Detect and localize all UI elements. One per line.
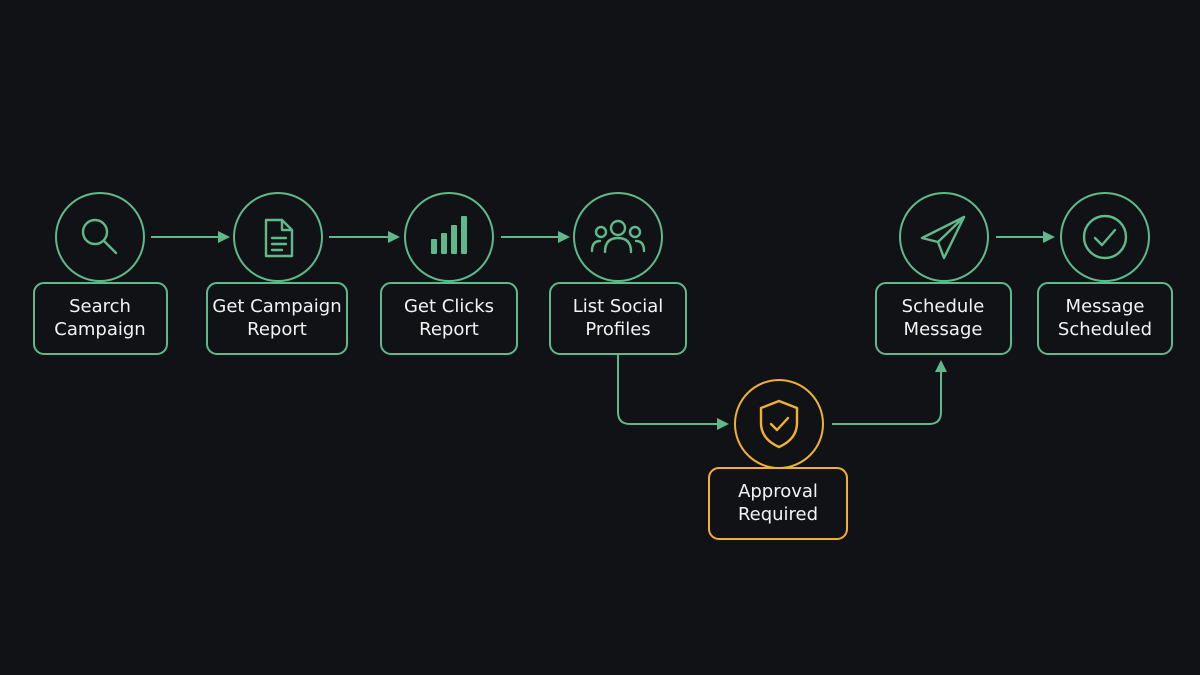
node-label-line1: Get Campaign: [212, 296, 341, 317]
paper-plane-icon: [920, 215, 966, 260]
node-search-campaign: Search Campaign: [33, 192, 168, 355]
node-label-line1: Get Clicks: [404, 296, 494, 317]
connector-search-to-campaign-report: [151, 231, 230, 243]
node-schedule-message: Schedule Message: [875, 192, 1012, 355]
connector-social-profiles-to-approval: [617, 355, 729, 430]
check-circle-icon: [1082, 214, 1128, 260]
node-get-campaign-report: Get Campaign Report: [206, 192, 348, 355]
connector-schedule-to-scheduled: [996, 231, 1055, 243]
node-list-social-profiles: List Social Profiles: [549, 192, 687, 355]
node-approval-required: Approval Required: [708, 379, 848, 540]
connector-campaign-report-to-clicks-report: [329, 231, 400, 243]
node-label-line2: Message: [904, 319, 983, 340]
shield-check-icon: [759, 399, 799, 449]
node-label-line2: Required: [738, 504, 818, 525]
connector-clicks-report-to-social-profiles: [501, 231, 570, 243]
node-label-line1: Search: [69, 296, 131, 317]
users-icon: [590, 219, 646, 254]
node-message-scheduled: Message Scheduled: [1037, 192, 1173, 355]
node-label-line2: Report: [419, 319, 479, 340]
node-label-line1: Message: [1066, 296, 1145, 317]
connectors: [151, 231, 1055, 430]
node-label-line1: List Social: [573, 296, 664, 317]
search-icon: [81, 218, 118, 255]
node-get-clicks-report: Get Clicks Report: [380, 192, 518, 355]
node-label-line2: Profiles: [585, 319, 650, 340]
connector-approval-to-schedule: [832, 360, 947, 425]
node-label-line2: Report: [247, 319, 307, 340]
node-label-line2: Campaign: [54, 319, 145, 340]
node-label-line1: Approval: [738, 481, 818, 502]
document-icon: [264, 218, 294, 258]
node-label-line1: Schedule: [902, 296, 985, 317]
bar-chart-icon: [431, 216, 467, 254]
node-label-line2: Scheduled: [1058, 319, 1152, 340]
